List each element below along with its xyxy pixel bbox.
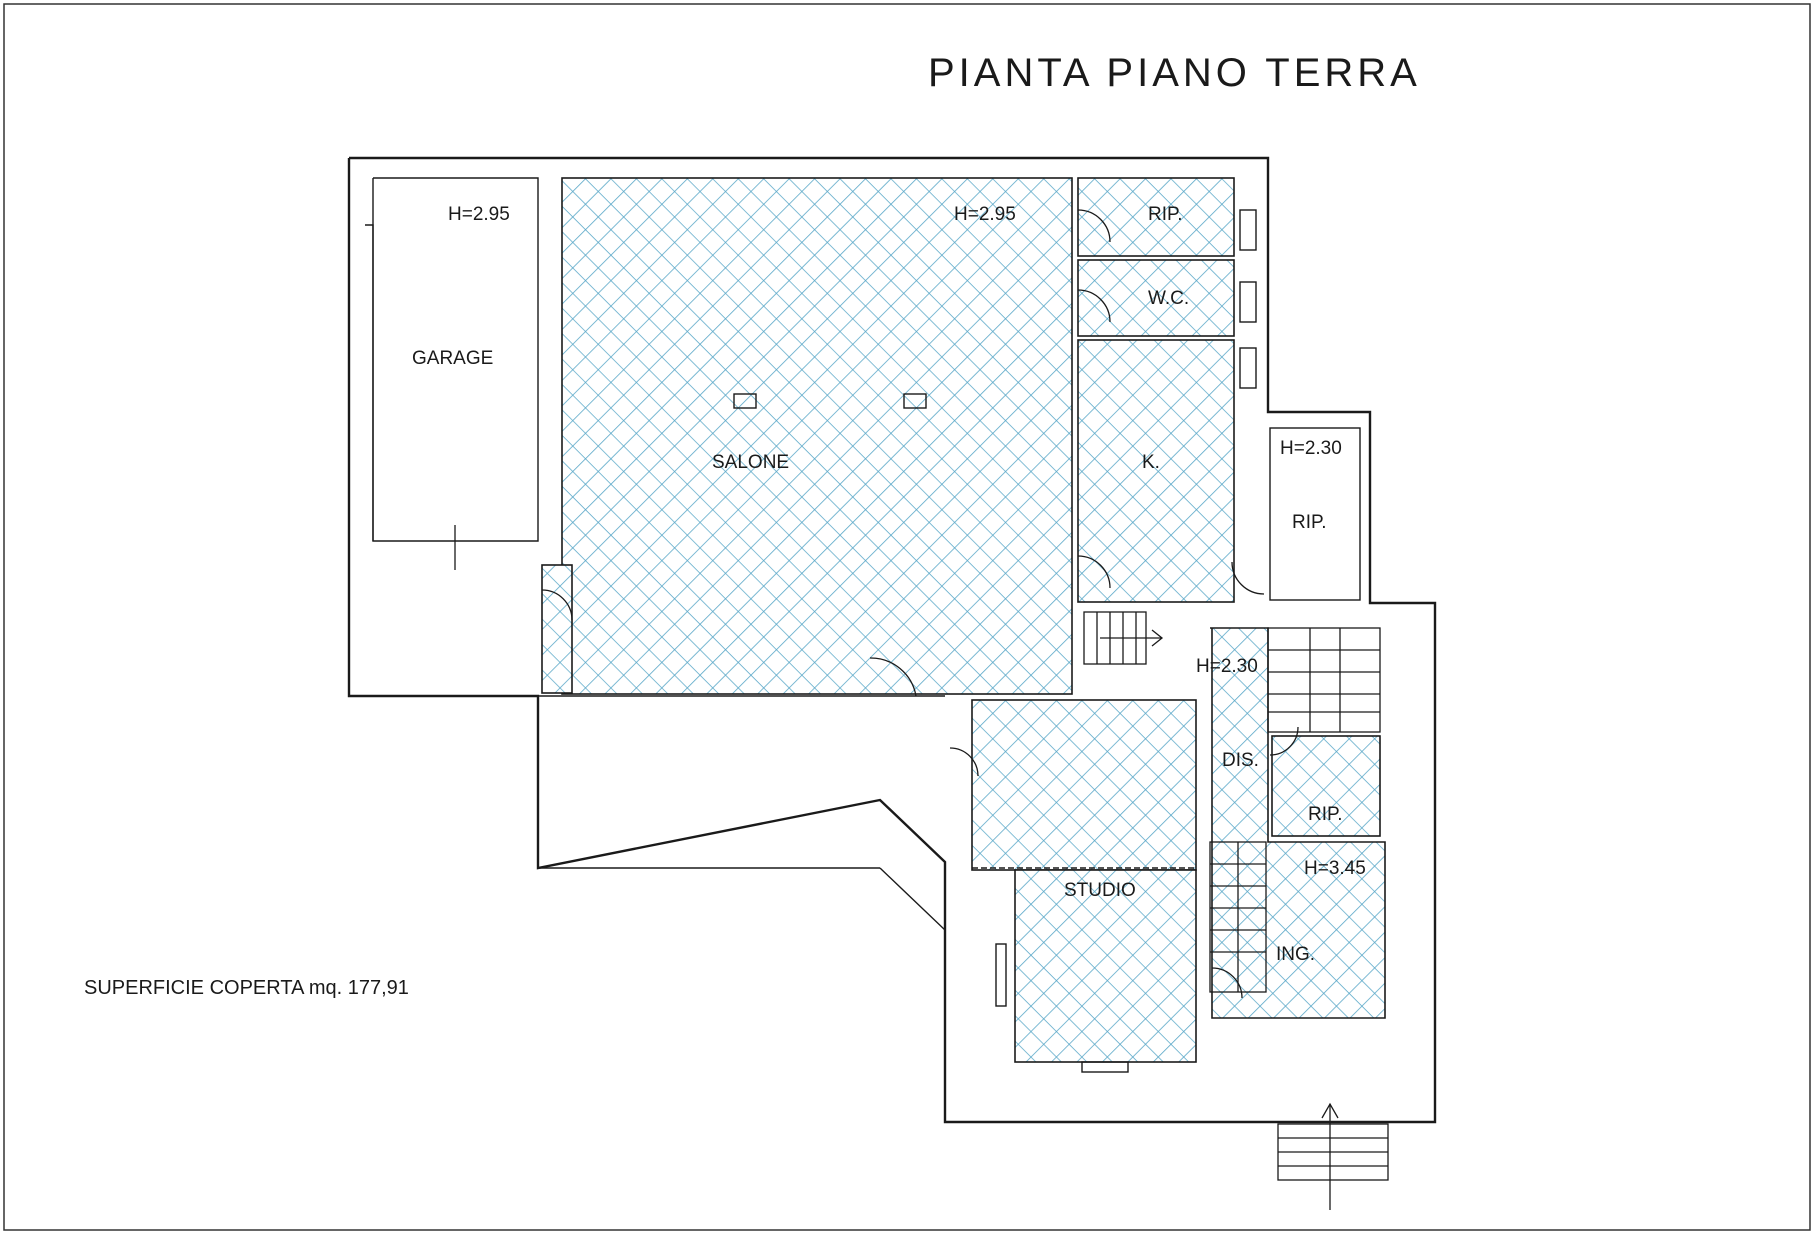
doors xyxy=(541,209,1299,999)
pillar xyxy=(903,393,927,409)
entrance-steps xyxy=(1277,1102,1389,1210)
label-wc: W.C. xyxy=(1148,288,1189,309)
label-salone: SALONE xyxy=(712,452,789,473)
room-rip-top xyxy=(1077,177,1235,257)
label-rip-side: RIP. xyxy=(1292,512,1327,533)
label-ing-height: H=3.45 xyxy=(1304,858,1366,879)
room-garage xyxy=(365,224,456,570)
label-dis: DIS. xyxy=(1222,750,1259,771)
windows xyxy=(995,209,1257,1073)
label-studio: STUDIO xyxy=(1064,880,1136,901)
room-studio xyxy=(1014,869,1197,1063)
label-rip-top: RIP. xyxy=(1148,204,1183,225)
room-rip-side xyxy=(1269,427,1361,601)
stair-ing xyxy=(1209,841,1267,993)
surface-note: SUPERFICIE COPERTA mq. 177,91 xyxy=(84,977,409,999)
plan-title: PIANTA PIANO TERRA xyxy=(928,51,1421,95)
label-rip-side-height: H=2.30 xyxy=(1280,438,1342,459)
room-rip-small xyxy=(1271,735,1381,837)
room-salone-ext xyxy=(541,564,573,694)
label-dis-height: H=2.30 xyxy=(1196,656,1258,677)
pillar xyxy=(733,393,757,409)
room-salone xyxy=(561,177,1073,695)
label-garage-height: H=2.95 xyxy=(448,204,510,225)
label-rip-small: RIP. xyxy=(1308,804,1343,825)
stair-right xyxy=(1267,627,1381,733)
label-ing: ING. xyxy=(1276,944,1315,965)
room-studio-upper xyxy=(971,699,1197,871)
stair-main xyxy=(1083,611,1164,665)
room-wc xyxy=(1077,259,1235,337)
label-salone-height: H=2.95 xyxy=(954,204,1016,225)
label-garage: GARAGE xyxy=(412,348,493,369)
room-kitchen xyxy=(1077,339,1235,603)
label-kitchen: K. xyxy=(1142,452,1160,473)
sheet-frame xyxy=(3,3,1811,1231)
